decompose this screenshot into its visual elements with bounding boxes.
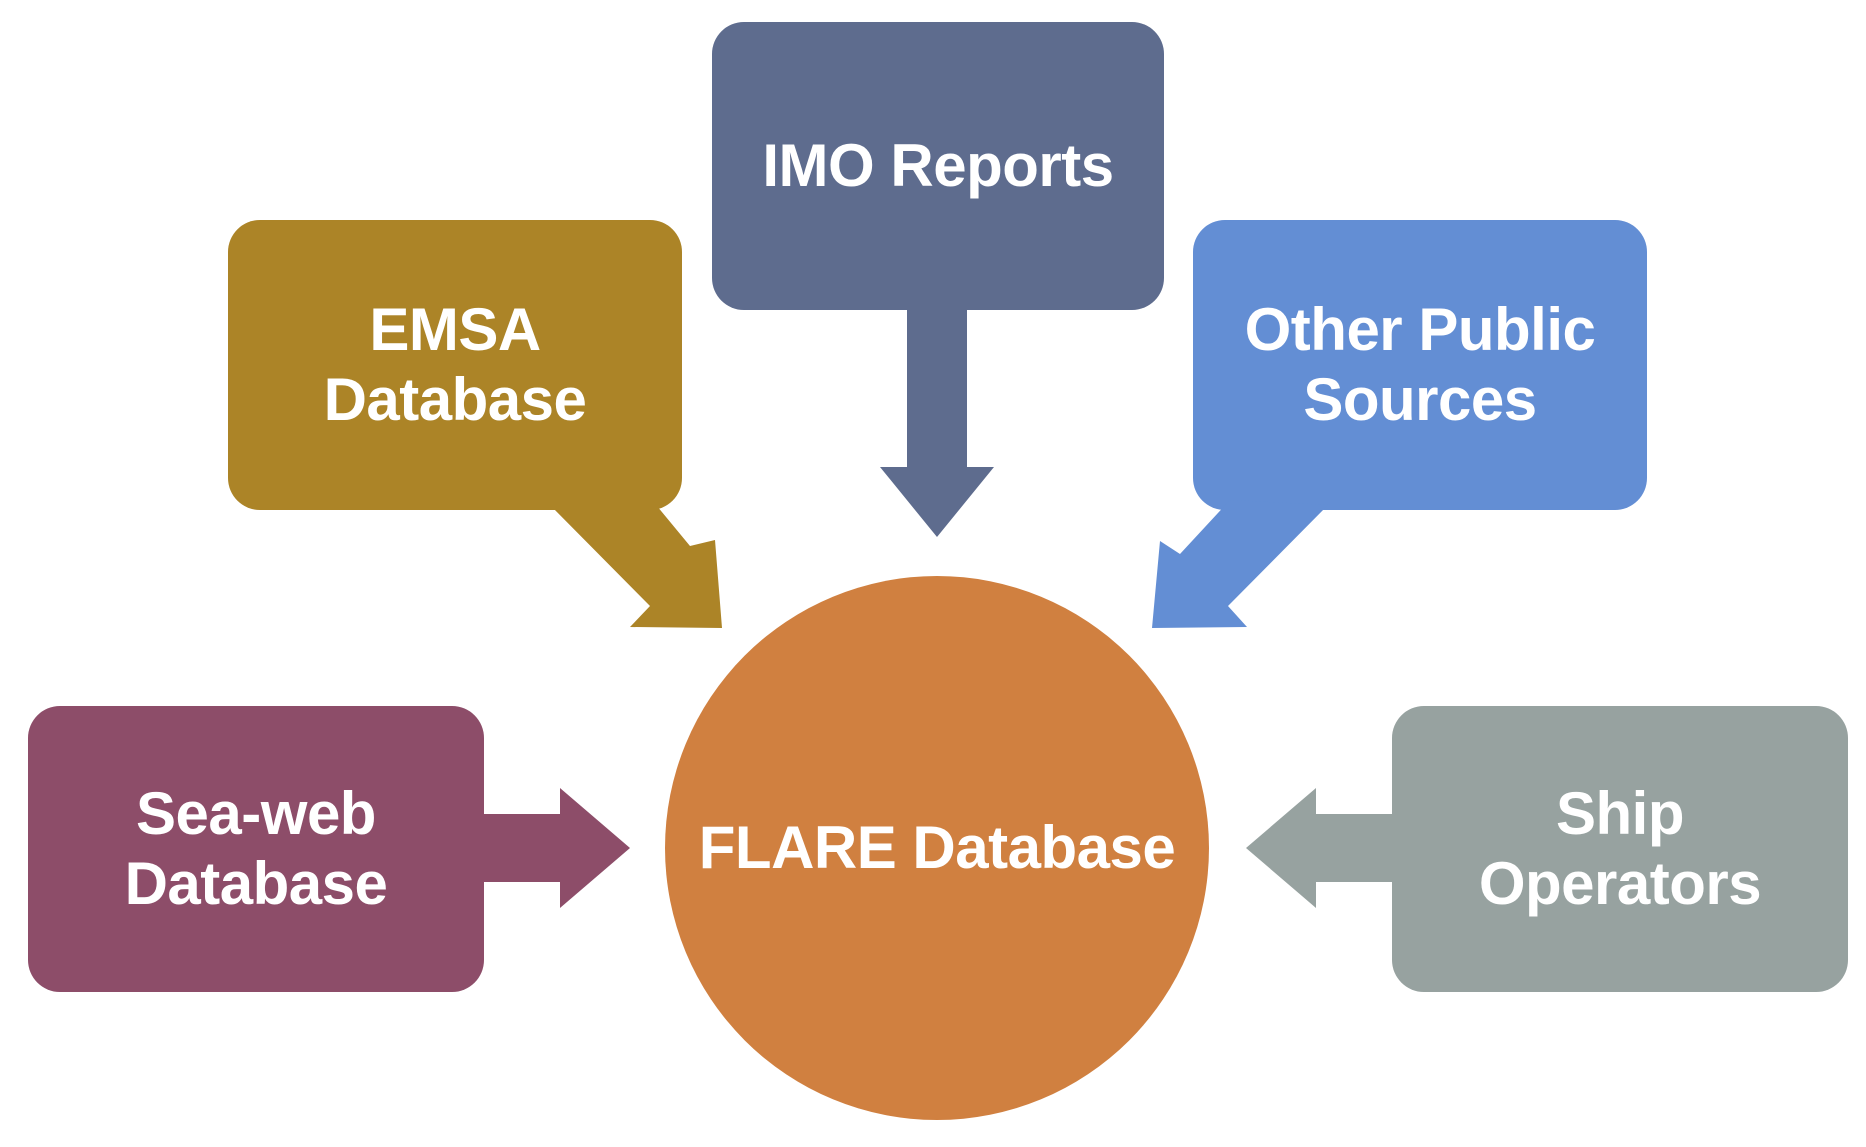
seaweb-database-box — [28, 706, 484, 992]
emsa-database-callout — [228, 220, 722, 628]
imo-reports-label: IMO Reports — [762, 132, 1114, 199]
ship-operators-arrow — [1246, 788, 1402, 908]
other-public-sources-label: Other Public Sources — [1244, 296, 1596, 433]
imo-reports-box — [712, 22, 1164, 310]
ship-operators-label: Ship Operators — [1478, 780, 1762, 917]
emsa-database-label: EMSA Database — [323, 296, 587, 433]
emsa-database-box — [228, 220, 682, 510]
seaweb-database-callout — [28, 706, 630, 992]
emsa-database-arrow — [550, 500, 722, 628]
other-public-sources-callout — [1152, 220, 1647, 628]
flare-database-circle — [665, 576, 1209, 1120]
flare-database-label: FLARE Database — [698, 814, 1176, 881]
other-public-sources-box — [1193, 220, 1647, 510]
ship-operators-box — [1392, 706, 1848, 992]
seaweb-database-arrow — [474, 788, 630, 908]
imo-reports-arrow — [880, 300, 994, 537]
imo-reports-callout — [712, 22, 1164, 537]
seaweb-database-label: Sea-web Database — [124, 780, 388, 917]
other-public-sources-arrow — [1152, 500, 1328, 628]
ship-operators-callout — [1246, 706, 1848, 992]
